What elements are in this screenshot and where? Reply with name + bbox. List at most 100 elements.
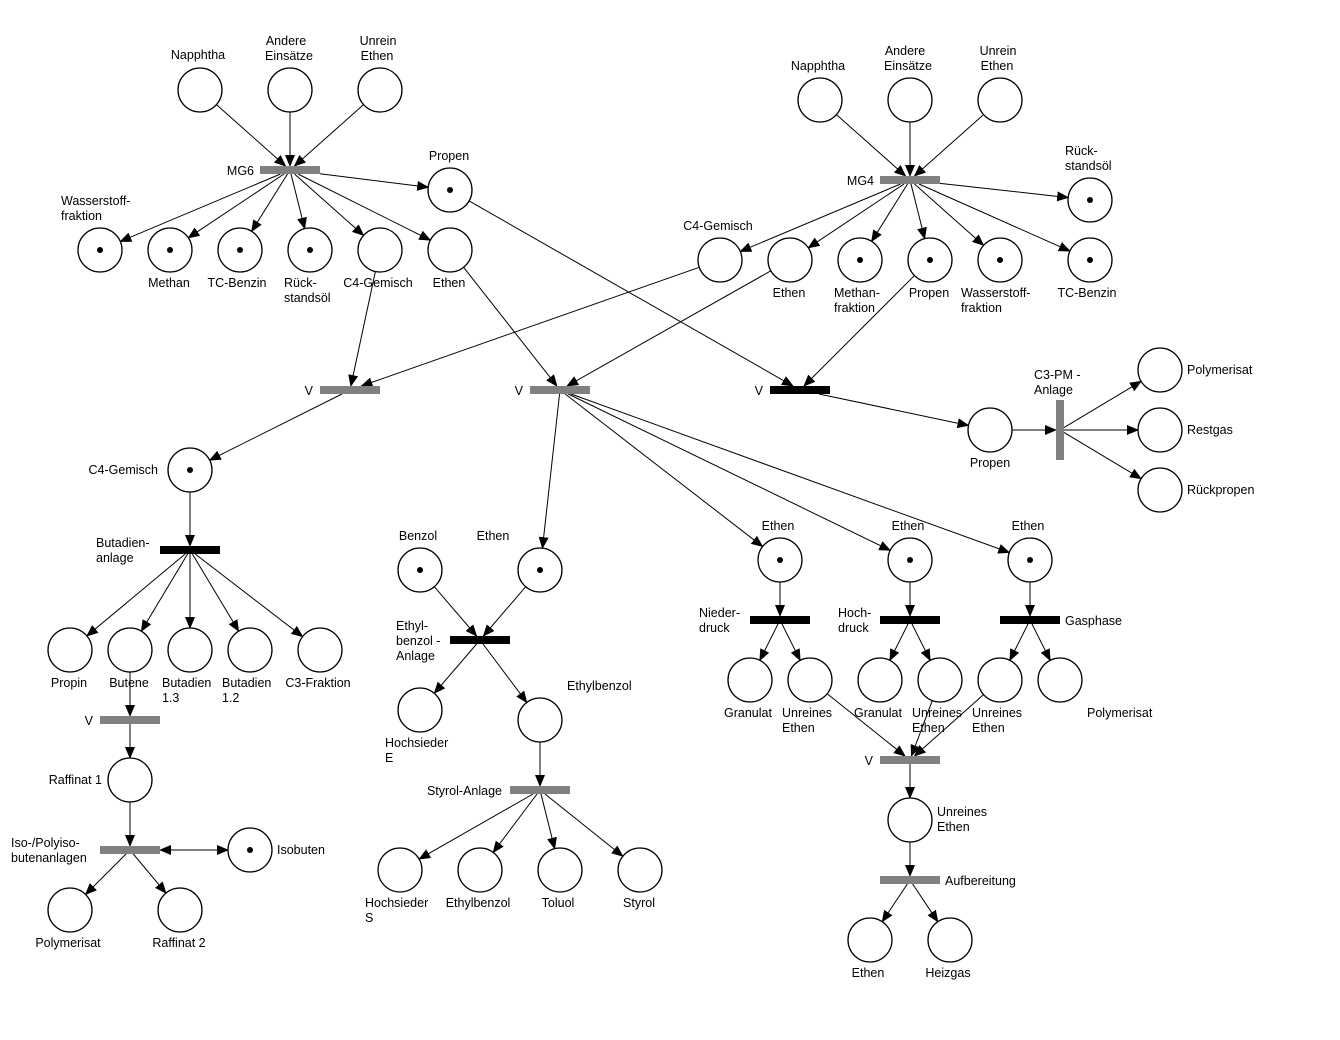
place-styrol <box>617 847 663 893</box>
transition-label: MG6 <box>227 164 254 178</box>
arc-t_mg6-to-p_propen1 <box>319 173 430 191</box>
arc-p_propen1-to-t_v3 <box>468 200 794 387</box>
place-c3frak <box>297 627 343 673</box>
place-label: Ethen <box>912 721 945 735</box>
place-unrein1 <box>357 67 403 113</box>
place-ethen1 <box>427 227 473 273</box>
arc-t_styrol-to-p_styrol <box>544 793 624 857</box>
token-icon <box>777 557 783 563</box>
transition-aufbereitung <box>880 876 940 884</box>
arc-t_c3pm-to-p_polymerisat1 <box>1063 380 1142 429</box>
place-label: Unreines <box>972 706 1022 720</box>
place-ethenC <box>1007 537 1053 583</box>
transition-label: MG4 <box>847 174 874 188</box>
token-icon <box>857 257 863 263</box>
place-label: Rück- <box>1065 144 1098 158</box>
place-unreinA <box>787 657 833 703</box>
place-raffinat2 <box>157 887 203 933</box>
arc-t_styrol-to-p_hochsiederS <box>418 793 534 860</box>
place-andere2 <box>887 77 933 123</box>
transition-mg6 <box>260 166 320 174</box>
place-label: Methan <box>148 276 190 290</box>
place-label: Propen <box>429 149 469 163</box>
transition-label: Gasphase <box>1065 614 1122 628</box>
transition-label: V <box>85 714 94 728</box>
place-label: Unrein <box>980 44 1017 58</box>
place-polymerisat3 <box>1037 657 1083 703</box>
arc-p_unreinA-to-t_v5 <box>826 693 906 757</box>
place-label: Methan- <box>834 286 880 300</box>
place-label: Butene <box>109 676 149 690</box>
arc-t_isopoly-to-p_raffinat2 <box>132 853 167 894</box>
place-label: C4-Gemisch <box>343 276 413 290</box>
place-unreinB <box>917 657 963 703</box>
place-label: TC-Benzin <box>1057 286 1116 300</box>
arc-t_aufbereitung-to-p_heizgas <box>912 883 939 923</box>
place-label: 1.2 <box>222 691 239 705</box>
transition-label: benzol - <box>396 634 440 648</box>
transition-label: anlage <box>96 551 134 565</box>
arc-t_ethylbenzol-to-p_ethylbenzol1 <box>482 643 528 704</box>
token-icon <box>1027 557 1033 563</box>
arc-p_napphtha1-to-t_mg6 <box>216 104 287 167</box>
transition-label: Aufbereitung <box>945 874 1016 888</box>
arc-t_mg6-to-p_ethen1 <box>297 173 432 241</box>
transition-hochdruck <box>880 616 940 624</box>
transition-v5 <box>880 756 940 764</box>
transition-label: butenanlagen <box>11 851 87 865</box>
place-hochsiederE <box>397 687 443 733</box>
token-icon <box>237 247 243 253</box>
place-ethylbenzol1 <box>517 697 563 743</box>
place-label: Raffinat 1 <box>49 773 102 787</box>
token-icon <box>997 257 1003 263</box>
arc-p_ethen2-to-t_v2 <box>566 270 772 387</box>
arc-t_c3pm-to-p_rueckpropen <box>1063 431 1142 480</box>
place-rueck2 <box>1067 177 1113 223</box>
place-label: 1.3 <box>162 691 179 705</box>
arc-t_mg4-to-p_rueck2 <box>939 182 1070 202</box>
place-label: Einsätze <box>265 49 313 63</box>
arc-t_isopoly-to-p_polymerisat2 <box>84 853 127 896</box>
transition-label: V <box>755 384 764 398</box>
place-label: Isobuten <box>277 843 325 857</box>
arc-t_v2-to-p_ethenB <box>568 393 892 551</box>
place-c4gem3 <box>167 447 213 493</box>
place-benzol <box>397 547 443 593</box>
place-label: Ethen <box>773 286 806 300</box>
place-label: Polymerisat <box>1087 706 1153 720</box>
transition-butadien <box>160 546 220 554</box>
place-propen2 <box>907 237 953 283</box>
arc-t_gasphase-to-p_unreinC <box>1009 623 1029 662</box>
transition-label: Hoch- <box>838 606 871 620</box>
place-label: Butadien <box>162 676 211 690</box>
place-napphtha1 <box>177 67 223 113</box>
token-icon <box>167 247 173 253</box>
place-granulatA <box>727 657 773 703</box>
place-label: Raffinat 2 <box>152 936 205 950</box>
transition-label: Anlage <box>1034 383 1073 397</box>
token-icon <box>307 247 313 253</box>
place-label: Unreines <box>782 706 832 720</box>
token-icon <box>1087 257 1093 263</box>
arc-p_c4gem1-to-t_v1 <box>348 271 376 387</box>
place-label: Benzol <box>399 529 437 543</box>
transition-label: druck <box>838 621 869 635</box>
arc-p_benzol-to-t_ethylbenzol <box>433 586 478 637</box>
place-label: Unreines <box>912 706 962 720</box>
place-label: Einsätze <box>884 59 932 73</box>
place-rueck1 <box>287 227 333 273</box>
place-hochsiederS <box>377 847 423 893</box>
place-butene <box>107 627 153 673</box>
place-label: Wasserstoff- <box>961 286 1030 300</box>
transition-label: Styrol-Anlage <box>427 784 502 798</box>
labels-layer: NapphthaAndereEinsätzeUnreinEthenWassers… <box>11 34 1254 980</box>
place-polymerisat2 <box>47 887 93 933</box>
place-label: Toluol <box>542 896 575 910</box>
place-andere1 <box>267 67 313 113</box>
transition-c3pm <box>1056 400 1064 460</box>
arc-t_mg6-to-p_wasserstoff1 <box>119 173 281 242</box>
place-label: Ethylbenzol <box>567 679 632 693</box>
place-label: Granulat <box>724 706 772 720</box>
token-icon <box>1087 197 1093 203</box>
transition-label: Iso-/Polyiso- <box>11 836 80 850</box>
